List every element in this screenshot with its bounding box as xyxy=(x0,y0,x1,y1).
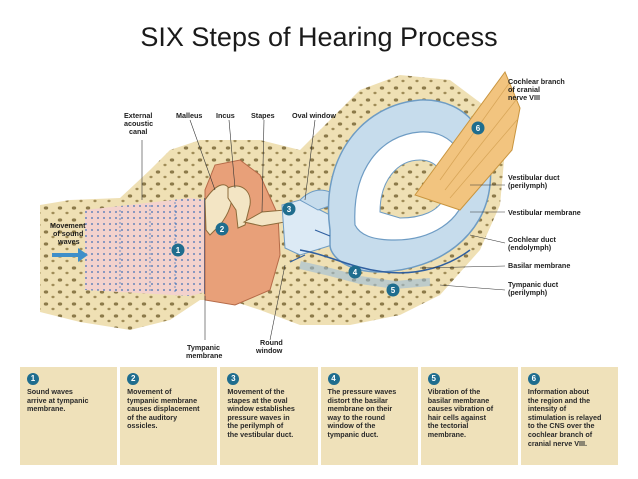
step-6: 6 Information about the region and the i… xyxy=(520,367,619,465)
marker-5: 5 xyxy=(386,283,400,297)
pressure-arrow xyxy=(314,229,331,237)
ear-diagram: External acoustic canal Malleus Incus St… xyxy=(40,70,581,360)
steps-panel: 1 Sound waves arrive at tympanic membran… xyxy=(20,367,619,465)
marker-6: 6 xyxy=(471,121,485,135)
svg-text:5: 5 xyxy=(391,286,396,295)
label-cochlear-duct: Cochlear duct (endolymph) xyxy=(508,235,558,252)
marker-4: 4 xyxy=(348,265,362,279)
label-vestibular-duct: Vestibular duct (perilymph) xyxy=(508,173,562,190)
step-5: 5 Vibration of the basilar membrane caus… xyxy=(420,367,518,465)
svg-text:1: 1 xyxy=(176,246,181,255)
step-number-badge: 1 xyxy=(27,373,39,385)
step-4: 4 The pressure waves distort the basilar… xyxy=(320,367,418,465)
step-text: The pressure waves distort the basilar m… xyxy=(327,387,397,439)
leader-lines xyxy=(141,119,506,341)
label-tympanic-duct: Tympanic duct (perilymph) xyxy=(508,280,560,297)
step-text: Information about the region and the int… xyxy=(527,387,602,448)
step-text: Vibration of the basilar membrane causes… xyxy=(427,387,494,439)
marker-2: 2 xyxy=(215,222,229,236)
label-movement-sound: Movement of sound waves xyxy=(50,221,88,246)
label-external-canal: External acoustic canal xyxy=(124,111,155,136)
step-number-badge: 2 xyxy=(127,373,140,385)
svg-text:4: 4 xyxy=(353,268,358,277)
step-text: Sound waves arrive at tympanic membrane. xyxy=(27,387,89,414)
tympanic-duct xyxy=(299,261,431,290)
svg-text:6: 6 xyxy=(476,124,481,133)
label-tympanic-membrane: Tympanic membrane xyxy=(186,343,222,360)
marker-1: 1 xyxy=(171,243,185,257)
pressure-arrow xyxy=(289,254,306,263)
label-incus: Incus xyxy=(216,111,235,120)
svg-text:2: 2 xyxy=(220,225,225,234)
label-cochlear-nerve: Cochlear branch of cranial nerve VIII xyxy=(508,77,567,102)
external-acoustic-canal xyxy=(85,198,205,296)
step-number-badge: 6 xyxy=(527,373,540,385)
step-number-badge: 4 xyxy=(327,373,340,385)
label-basilar-membrane: Basilar membrane xyxy=(508,261,570,270)
step-1: 1 Sound waves arrive at tympanic membran… xyxy=(20,367,118,465)
cochlea xyxy=(299,99,492,290)
label-vestibular-membrane: Vestibular membrane xyxy=(508,208,581,217)
label-round-window: Round window xyxy=(255,338,285,355)
marker-3: 3 xyxy=(282,202,296,216)
step-text: Movement of tympanic membrane causes dis… xyxy=(127,387,200,431)
svg-text:3: 3 xyxy=(287,205,292,214)
page-title: SIX Steps of Hearing Process xyxy=(140,22,498,52)
step-3: 3 Movement of the stapes at the oval win… xyxy=(220,367,318,465)
step-number-badge: 3 xyxy=(227,373,240,385)
step-text: Movement of the stapes at the oval windo… xyxy=(227,387,295,439)
label-malleus: Malleus xyxy=(176,111,202,120)
basilar-membrane-line xyxy=(299,249,471,274)
sound-wave-arrow xyxy=(52,248,88,262)
label-stapes: Stapes xyxy=(251,111,275,120)
label-oval-window: Oval window xyxy=(292,111,336,120)
step-2: 2 Movement of tympanic membrane causes d… xyxy=(120,367,218,465)
step-number-badge: 5 xyxy=(427,373,440,385)
